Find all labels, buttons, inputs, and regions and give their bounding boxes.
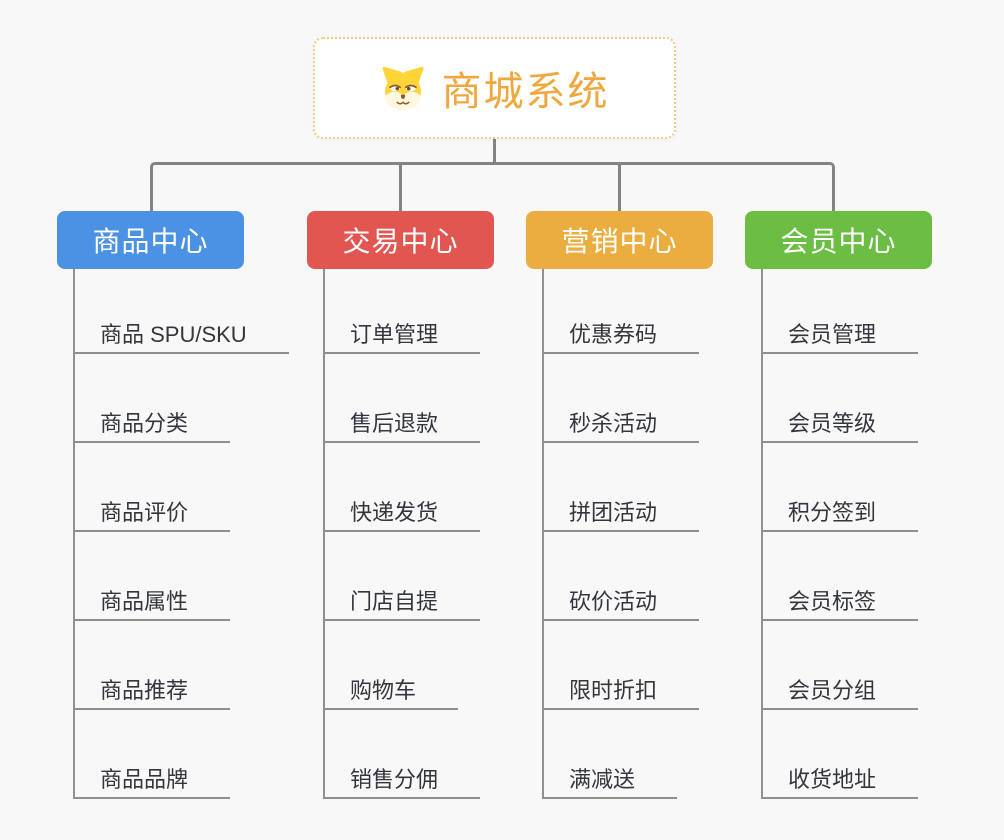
child-node-label: 砍价活动 (569, 588, 658, 614)
branch-node-1[interactable]: 商品中心 (57, 211, 244, 269)
branch-column-1: 商品 SPU/SKU 商品分类商品评价商品属性商品推荐商品品牌 (73, 269, 289, 799)
child-node-label: 购物车 (350, 677, 417, 703)
child-node[interactable]: 收货地址 (763, 710, 919, 799)
child-node-label: 快递发货 (350, 499, 439, 525)
root-title: 商城系统 (441, 70, 610, 114)
child-node[interactable]: 商品推荐 (75, 621, 231, 710)
child-node-label: 商品属性 (100, 588, 189, 614)
child-node[interactable]: 商品分类 (75, 354, 231, 443)
child-node-label: 会员标签 (788, 588, 877, 614)
child-node[interactable]: 商品属性 (75, 532, 231, 621)
branch-column-4: 会员管理会员等级积分签到会员标签会员分组收货地址 (761, 269, 919, 799)
child-node[interactable]: 商品评价 (75, 443, 231, 532)
dog-icon (382, 66, 423, 110)
child-node[interactable]: 优惠券码 (544, 269, 700, 354)
child-node-label: 商品评价 (100, 499, 189, 525)
child-node-label: 满减送 (569, 766, 636, 792)
child-node[interactable]: 秒杀活动 (544, 354, 700, 443)
branch-column-2: 订单管理售后退款快递发货门店自提购物车销售分佣 (323, 269, 481, 799)
child-node[interactable]: 订单管理 (325, 269, 481, 354)
branch-node-2[interactable]: 交易中心 (307, 211, 494, 269)
child-node-label: 订单管理 (350, 321, 439, 347)
child-node[interactable]: 会员分组 (763, 621, 919, 710)
child-node-label: 商品品牌 (100, 766, 189, 792)
child-node[interactable]: 售后退款 (325, 354, 481, 443)
child-node-label: 门店自提 (350, 588, 439, 614)
child-node[interactable]: 会员管理 (763, 269, 919, 354)
connector-rail (150, 162, 835, 211)
child-node[interactable]: 满减送 (544, 710, 678, 799)
child-node[interactable]: 会员标签 (763, 532, 919, 621)
child-node-label: 会员等级 (788, 410, 877, 436)
root-node[interactable]: 商城系统 (313, 37, 676, 139)
connector-drop-2 (399, 162, 402, 211)
child-node[interactable]: 商品 SPU/SKU (75, 269, 289, 354)
child-node[interactable]: 门店自提 (325, 532, 481, 621)
child-node-label: 售后退款 (350, 410, 439, 436)
child-node-label: 商品分类 (100, 410, 189, 436)
child-node[interactable]: 快递发货 (325, 443, 481, 532)
child-node-label: 拼团活动 (569, 499, 658, 525)
branch-node-3[interactable]: 营销中心 (526, 211, 713, 269)
branch-column-3: 优惠券码秒杀活动拼团活动砍价活动限时折扣满减送 (542, 269, 700, 799)
branch-node-4[interactable]: 会员中心 (745, 211, 932, 269)
connector-drop-3 (618, 162, 621, 211)
child-node[interactable]: 购物车 (325, 621, 459, 710)
child-node-label: 会员管理 (788, 321, 877, 347)
child-node[interactable]: 限时折扣 (544, 621, 700, 710)
child-node-label: 销售分佣 (350, 766, 439, 792)
child-node-label: 商品推荐 (100, 677, 189, 703)
child-node-label: 限时折扣 (569, 677, 658, 703)
child-node[interactable]: 积分签到 (763, 443, 919, 532)
child-node-label: 优惠券码 (569, 321, 658, 347)
child-node-label: 商品 SPU/SKU (100, 321, 247, 347)
child-node[interactable]: 销售分佣 (325, 710, 481, 799)
child-node-label: 会员分组 (788, 677, 877, 703)
child-node[interactable]: 会员等级 (763, 354, 919, 443)
child-node-label: 积分签到 (788, 499, 877, 525)
child-node[interactable]: 商品品牌 (75, 710, 231, 799)
child-node-label: 收货地址 (788, 766, 877, 792)
child-node[interactable]: 拼团活动 (544, 443, 700, 532)
child-node-label: 秒杀活动 (569, 410, 658, 436)
child-node[interactable]: 砍价活动 (544, 532, 700, 621)
connector-root-stub (493, 139, 496, 165)
